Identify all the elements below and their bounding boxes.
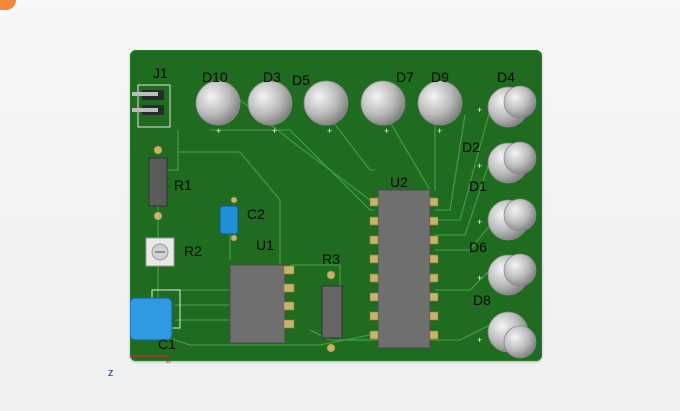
ic-u1[interactable]	[229, 264, 295, 344]
polarity-mark-d3: +	[272, 126, 278, 136]
label-r1: R1	[174, 177, 192, 193]
app-corner-accent	[0, 0, 16, 10]
pcb-render	[115, 80, 537, 365]
led-d8[interactable]	[487, 311, 537, 359]
label-u1: U1	[256, 237, 274, 253]
axis-label-z: z	[108, 367, 114, 379]
label-d10: D10	[202, 69, 228, 85]
led-d6[interactable]	[487, 253, 537, 296]
polarity-mark-d6: +	[477, 273, 483, 283]
axis-label-x: x	[166, 355, 171, 365]
label-d3: D3	[263, 69, 281, 85]
led-d9[interactable]	[417, 80, 463, 126]
capacitor-c1[interactable]	[129, 289, 181, 341]
led-d3[interactable]	[247, 80, 293, 126]
polarity-mark-d1: +	[477, 217, 483, 227]
label-d4: D4	[497, 69, 515, 85]
led-d7[interactable]	[360, 80, 406, 126]
led-d5[interactable]	[303, 80, 349, 126]
polarity-mark-d9: +	[437, 126, 443, 136]
polarity-mark-d7: +	[384, 126, 390, 136]
led-column-right	[487, 85, 537, 359]
ic-u2[interactable]	[369, 189, 439, 349]
label-j1: J1	[153, 65, 168, 81]
label-u2: U2	[390, 174, 408, 190]
label-r3: R3	[322, 251, 340, 267]
label-d5: D5	[292, 72, 310, 88]
polarity-mark-d5: +	[327, 126, 333, 136]
led-d2[interactable]	[487, 141, 537, 184]
led-row-top	[195, 80, 463, 126]
polarity-mark-d4: +	[477, 105, 483, 115]
label-d6: D6	[469, 239, 487, 255]
polarity-mark-d8: +	[477, 335, 483, 345]
label-d1: D1	[469, 178, 487, 194]
label-c1: C1	[158, 336, 176, 352]
label-d8: D8	[473, 292, 491, 308]
trimmer-r2[interactable]	[145, 237, 175, 267]
led-d4[interactable]	[487, 85, 537, 128]
resistor-r1[interactable]	[148, 145, 168, 221]
label-d7: D7	[396, 69, 414, 85]
label-d2: D2	[462, 139, 480, 155]
resistor-r3[interactable]	[321, 270, 343, 353]
pcb-board[interactable]	[115, 50, 542, 365]
led-d10[interactable]	[195, 80, 241, 126]
label-c2: C2	[247, 206, 265, 222]
label-d9: D9	[431, 69, 449, 85]
polarity-mark-d2: +	[477, 161, 483, 171]
connector-j1[interactable]	[132, 84, 171, 128]
capacitor-c2[interactable]	[219, 196, 239, 242]
label-r2: R2	[184, 243, 202, 259]
polarity-mark-d10: +	[216, 126, 222, 136]
led-d1[interactable]	[487, 198, 537, 241]
